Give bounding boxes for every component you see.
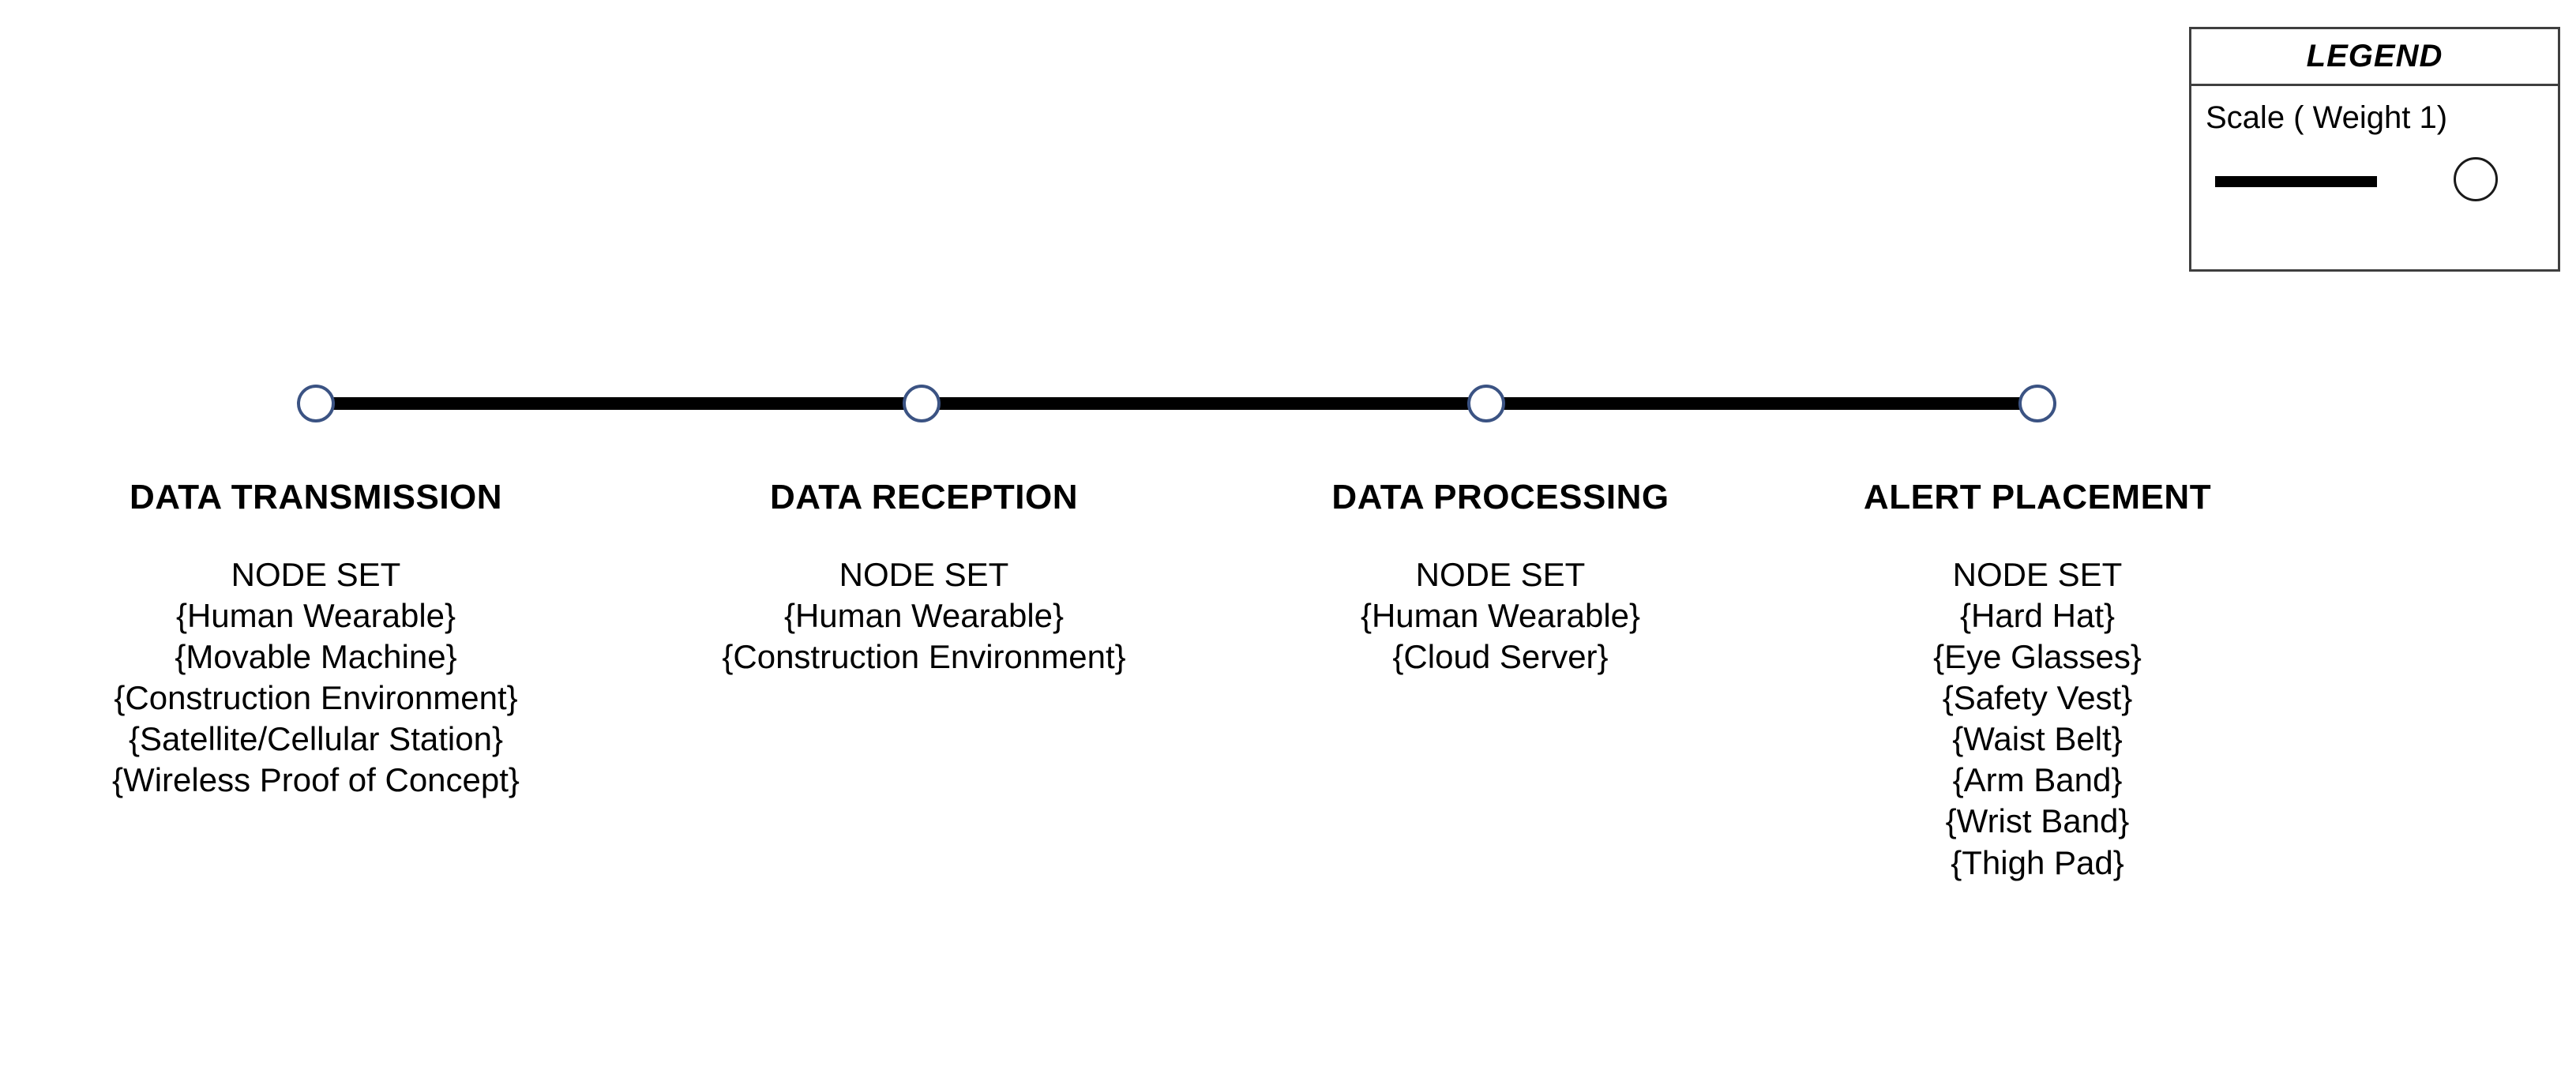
legend-box: LEGEND Scale ( Weight 1) <box>2189 27 2560 272</box>
chain-edge-3 <box>1481 397 2044 410</box>
column-heading: ALERT PLACEMENT <box>1863 478 2212 516</box>
node-set-item: {Waist Belt} <box>1952 720 2123 758</box>
column-heading: DATA RECEPTION <box>770 478 1078 516</box>
node-set-list: NODE SET {Human Wearable} {Cloud Server} <box>1200 554 1801 678</box>
node-set-item: {Thigh Pad} <box>1951 843 2124 881</box>
node-set-item: {Human Wearable} <box>783 597 1065 635</box>
node-set-item: {Human Wearable} <box>175 597 456 635</box>
node-set-item: {Cloud Server} <box>1392 638 1609 676</box>
node-set-item: {Eye Glasses} <box>1933 638 2142 676</box>
column-heading: DATA TRANSMISSION <box>129 478 503 516</box>
column-data-reception: DATA RECEPTION NODE SET {Human Wearable}… <box>608 480 1240 678</box>
node-set-item: {Wireless Proof of Concept} <box>112 761 520 799</box>
node-set-list: NODE SET {Human Wearable} {Movable Machi… <box>0 554 632 801</box>
node-set-item: {Construction Environment} <box>722 638 1126 676</box>
node-set-item: {Construction Environment} <box>114 679 518 717</box>
legend-line-swatch-icon <box>2215 176 2377 187</box>
chain-node-data-processing[interactable] <box>1467 385 1505 422</box>
legend-title-row: LEGEND <box>2191 29 2558 86</box>
node-set-title: NODE SET <box>839 556 1009 593</box>
node-set-title: NODE SET <box>1415 556 1586 593</box>
legend-swatch-row <box>2191 156 2558 211</box>
chain-edge-2 <box>916 397 1493 410</box>
node-set-item: {Movable Machine} <box>175 638 457 676</box>
node-set-item: {Hard Hat} <box>1959 597 2116 635</box>
column-data-transmission: DATA TRANSMISSION NODE SET {Human Wearab… <box>0 480 632 801</box>
node-set-title: NODE SET <box>1952 556 2123 593</box>
chain-node-data-reception[interactable] <box>903 385 941 422</box>
column-alert-placement: ALERT PLACEMENT NODE SET {Hard Hat} {Eye… <box>1769 480 2306 884</box>
node-set-item: {Satellite/Cellular Station} <box>129 720 503 758</box>
legend-title: LEGEND <box>2306 39 2443 73</box>
column-data-processing: DATA PROCESSING NODE SET {Human Wearable… <box>1200 480 1801 678</box>
node-set-item: {Safety Vest} <box>1942 679 2133 717</box>
legend-circle-swatch-icon <box>2454 157 2498 201</box>
node-set-list: NODE SET {Human Wearable} {Construction … <box>608 554 1240 678</box>
node-set-list: NODE SET {Hard Hat} {Eye Glasses} {Safet… <box>1769 554 2306 884</box>
chain-node-alert-placement[interactable] <box>2018 385 2056 422</box>
node-set-item: {Human Wearable} <box>1360 597 1641 635</box>
chain-edge-1 <box>311 397 927 410</box>
column-heading: DATA PROCESSING <box>1331 478 1669 516</box>
node-set-item: {Arm Band} <box>1952 761 2123 799</box>
chain-node-data-transmission[interactable] <box>297 385 335 422</box>
legend-body: Scale ( Weight 1) <box>2191 86 2558 272</box>
node-set-item: {Wrist Band} <box>1945 802 2130 840</box>
node-set-title: NODE SET <box>231 556 401 593</box>
legend-scale-label: Scale ( Weight 1) <box>2206 100 2448 135</box>
